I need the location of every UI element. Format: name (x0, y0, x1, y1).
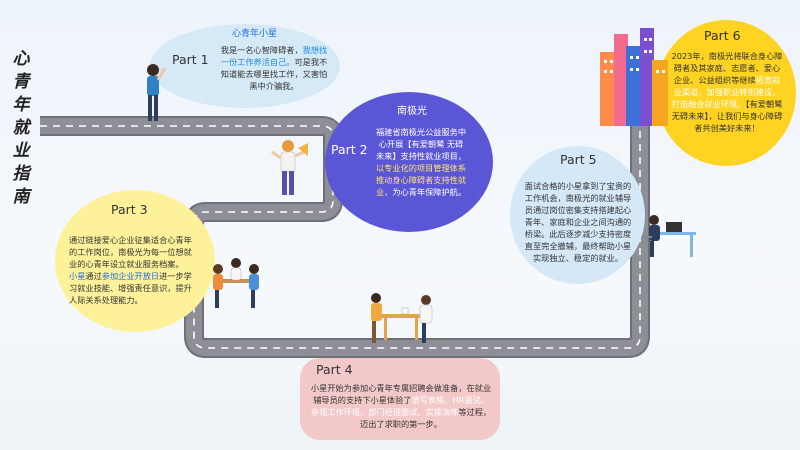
part3-text-via: 通过 (85, 271, 102, 281)
bubble-part1: 心青年小星 Part 1 我是一名心智障碍者，我想找一份工作养活自己。可是我不知… (150, 24, 340, 108)
part4-text: 小星开始为参加心青年专属招聘会做准备，在就业辅导员的支持下小星体验了填写表格、H… (310, 382, 492, 430)
part6-text-highlight: 拓宽就业渠道，加强职业转衔建设，打造融合就业环境。 (671, 75, 781, 109)
bubble-part2: 南极光 Part 2 福建省南极光公益服务中心开展【有爱朝鹭 无碍未来】支持性就… (325, 92, 493, 232)
part6-text-post: 【有爱朝鹭 无碍未来】，让我们与身心障碍者共创美好未来！ (671, 99, 783, 133)
bubble-part3: Part 3 通过链接爱心企业征集适合心青年的工作岗位，南极光为每一位想就业的心… (55, 190, 215, 332)
part1-heading: 心青年小星 (232, 29, 278, 39)
bubble-part4: Part 4 小星开始为参加心青年专属招聘会做准备，在就业辅导员的支持下小星体验… (300, 358, 500, 440)
part6-text: 2023年，南极光将联合身心障碍者及其家庭、志愿者、爱心企业、公益组织等继续拓宽… (670, 50, 784, 134)
desk-worker-illustration (642, 215, 696, 257)
part2-text-highlight: 以专业化的项目管理体系推动身心障碍者支持性就业， (375, 163, 467, 197)
interview-scene-illustration (371, 293, 433, 343)
meeting-group-illustration (213, 258, 259, 308)
part1-label: Part 1 (172, 52, 209, 67)
part2-label: Part 2 (331, 142, 368, 157)
part2-heading: 南极光 (397, 106, 427, 117)
part5-text: 面试合格的小星拿到了宝贵的工作机会，南极光的就业辅导员通过岗位密集支持搭建起心青… (524, 181, 632, 263)
part2-text-post: 为心青年保障护航。 (392, 187, 467, 197)
part1-text-pre: 我是一名心智障碍者， (220, 45, 303, 55)
part2-text: 福建省南极光公益服务中心开展【有爱朝鹭 无碍未来】支持性就业项目，以专业化的项目… (375, 126, 467, 198)
part6-label: Part 6 (704, 28, 741, 43)
city-buildings-illustration (600, 28, 668, 126)
part1-text-post: 可是我不知道能去哪里找工作，又害怕黑中介骗我。 (220, 57, 328, 91)
part3-text-post: 进一步学习就业技能、增强责任意识，提升人际关系处理能力。 (69, 271, 192, 305)
part3-text-name: 小星 (69, 271, 86, 281)
part3-label: Part 3 (111, 202, 148, 217)
part2-text-pre: 福建省南极光公益服务中心开展【有爱朝鹭 无碍未来】支持性就业项目， (375, 127, 467, 161)
person-speaker-illustration (271, 140, 309, 195)
part4-text-pre: 小星开始为参加心青年专属招聘会做准备，在就业辅导员的支持下小星体验了 (310, 383, 492, 405)
part5-label: Part 5 (560, 152, 597, 167)
bubble-part5: Part 5 面试合格的小星拿到了宝贵的工作机会，南极光的就业辅导员通过岗位密集… (510, 146, 645, 284)
part4-label: Part 4 (316, 362, 353, 377)
person-waving-illustration (147, 64, 166, 121)
part4-text-post: 等过程，迈出了求职的第一步。 (360, 407, 492, 429)
part1-text: 我是一名心智障碍者，我想找一份工作养活自己。可是我不知道能去哪里找工作，又害怕黑… (220, 44, 328, 92)
part3-text: 通过链接爱心企业征集适合心青年的工作岗位，南极光为每一位想就业的心青年设立就业服… (69, 234, 199, 306)
part3-text-highlight: 参加企业开放日 (101, 271, 160, 281)
part3-text-pre: 通过链接爱心企业征集适合心青年的工作岗位，南极光为每一位想就业的心青年设立就业服… (69, 235, 192, 269)
page-title: 心青年就业指南 (12, 49, 30, 207)
bubble-part6: Part 6 2023年，南极光将联合身心障碍者及其家庭、志愿者、爱心企业、公益… (656, 20, 796, 166)
part4-text-highlight: 填写表格、HR面试、参观工作环境、部门经理面试、实操演练 (310, 395, 489, 417)
part1-text-highlight: 我想找一份工作养活自己。 (220, 45, 328, 67)
part6-text-pre: 2023年，南极光将联合身心障碍者及其家庭、志愿者、爱心企业、公益组织等继续 (671, 51, 783, 85)
